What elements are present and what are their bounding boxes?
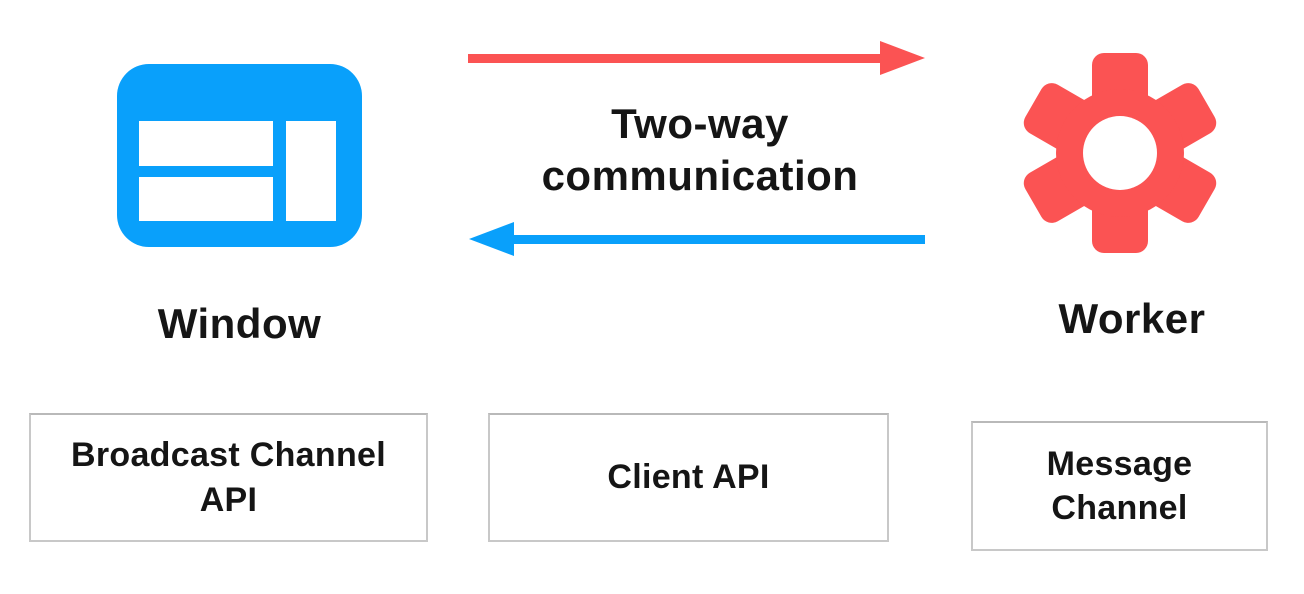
gear-hole — [1083, 116, 1157, 190]
arrow-blue-line — [512, 235, 925, 244]
worker-node-label: Worker — [1058, 295, 1206, 342]
two-way-communication-label: Two-way communication — [541, 100, 859, 200]
arrow-blue-head — [469, 222, 514, 256]
window-node-label: Window — [157, 300, 322, 347]
window-icon-pane-bottom-left — [139, 177, 273, 221]
api-box-broadcast-channel: Broadcast Channel API — [29, 413, 428, 542]
api-box-client-api: Client API — [488, 413, 889, 542]
api-box-label: Client API — [607, 458, 770, 497]
api-box-label: Broadcast Channel API — [71, 436, 386, 519]
api-box-label: Message Channel — [1046, 444, 1193, 527]
gear-icon — [1023, 53, 1217, 253]
arrow-window-to-worker — [468, 41, 925, 75]
arrow-red-head — [880, 41, 925, 75]
arrow-worker-to-window — [469, 222, 925, 256]
window-icon-pane-top-left — [139, 121, 273, 166]
browser-window-icon — [117, 64, 362, 247]
window-icon-pane-right — [286, 121, 336, 221]
api-box-message-channel: Message Channel — [971, 421, 1268, 551]
arrow-red-line — [468, 54, 887, 63]
